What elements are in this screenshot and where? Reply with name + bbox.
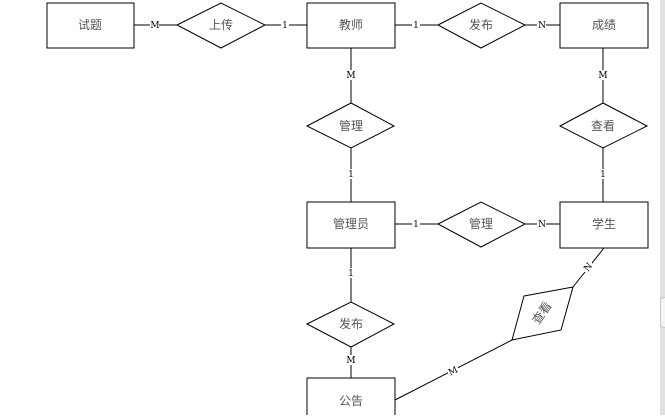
entity-jiaoshi[interactable]: 教师 bbox=[306, 2, 396, 49]
entity-label: 教师 bbox=[339, 17, 363, 32]
entity-label: 学生 bbox=[592, 216, 616, 231]
card-chakan1-from: M bbox=[598, 71, 607, 81]
relationship-guanli2[interactable]: 管理 bbox=[436, 201, 527, 248]
relationship-chakan2[interactable]: 查看 bbox=[511, 286, 574, 341]
entity-label: 成绩 bbox=[592, 18, 616, 32]
relationship-label: 管理 bbox=[469, 216, 493, 231]
cardinality-labels: M 1 1 N M 1 M 1 1 N 1 M N M bbox=[150, 20, 608, 378]
entity-xuesheng[interactable]: 学生 bbox=[559, 201, 649, 249]
relationship-chakan1[interactable]: 查看 bbox=[558, 102, 649, 149]
card-guanli1-from: M bbox=[346, 71, 355, 81]
relationship-label: 查看 bbox=[591, 119, 615, 133]
entity-gonggao[interactable]: 公告 bbox=[306, 377, 396, 419]
side-panel-edge bbox=[660, 0, 665, 415]
card-fabu1-from: 1 bbox=[413, 21, 419, 31]
relationship-guanli1[interactable]: 管理 bbox=[305, 102, 396, 149]
entity-shiti[interactable]: 试题 bbox=[46, 2, 135, 49]
card-guanli2-from: 1 bbox=[413, 220, 419, 230]
card-guanli1-to: 1 bbox=[348, 170, 354, 180]
card-chakan1-to: 1 bbox=[600, 170, 606, 180]
card-chakan2-to: M bbox=[447, 365, 460, 378]
relationship-fabu2[interactable]: 发布 bbox=[305, 301, 396, 348]
relationship-label: 上传 bbox=[209, 17, 233, 32]
card-guanli2-to: N bbox=[538, 220, 546, 230]
entity-chengji[interactable]: 成绩 bbox=[559, 2, 649, 49]
card-fabu2-to: M bbox=[346, 356, 355, 366]
relationship-label: 管理 bbox=[339, 118, 363, 133]
entity-label: 试题 bbox=[78, 17, 102, 32]
relationship-label: 发布 bbox=[469, 17, 493, 32]
relationship-fabu1[interactable]: 发布 bbox=[436, 2, 527, 49]
card-fabu2-from: 1 bbox=[348, 269, 354, 279]
card-shangchuan-from: M bbox=[150, 21, 159, 31]
entity-guanliyuan[interactable]: 管理员 bbox=[306, 201, 396, 249]
side-panel-toggle-tab[interactable] bbox=[660, 297, 665, 328]
entity-label: 管理员 bbox=[333, 216, 369, 231]
card-shangchuan-to: 1 bbox=[282, 21, 288, 31]
relationship-shangchuan[interactable]: 上传 bbox=[175, 2, 267, 49]
entity-label: 公告 bbox=[339, 394, 363, 408]
relationship-label: 发布 bbox=[339, 316, 363, 331]
card-fabu1-to: N bbox=[538, 21, 546, 31]
